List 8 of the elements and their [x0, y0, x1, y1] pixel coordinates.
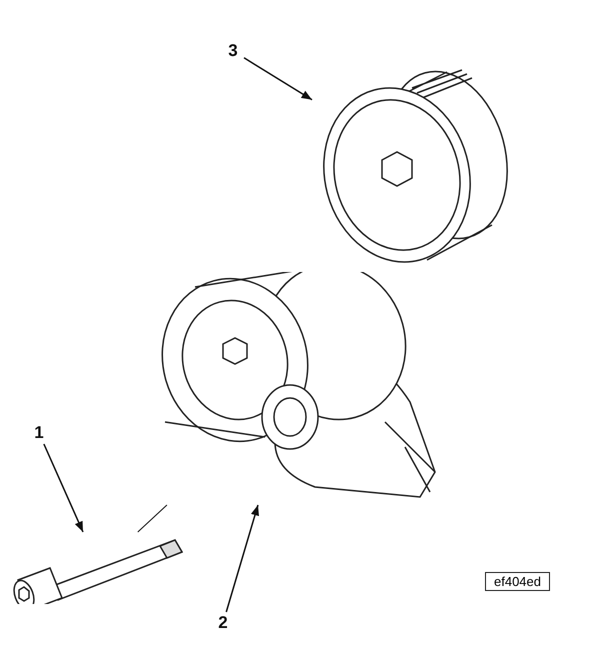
- callout-number: 1: [28, 422, 50, 444]
- leader-arrow: [244, 57, 312, 100]
- alignment-line: [137, 504, 168, 532]
- leader-arrow: [226, 504, 260, 612]
- callout-number: 2: [212, 612, 234, 634]
- figure-code: ef404ed: [485, 572, 550, 591]
- callout-number: 3: [222, 40, 244, 62]
- leader-arrow: [43, 444, 84, 532]
